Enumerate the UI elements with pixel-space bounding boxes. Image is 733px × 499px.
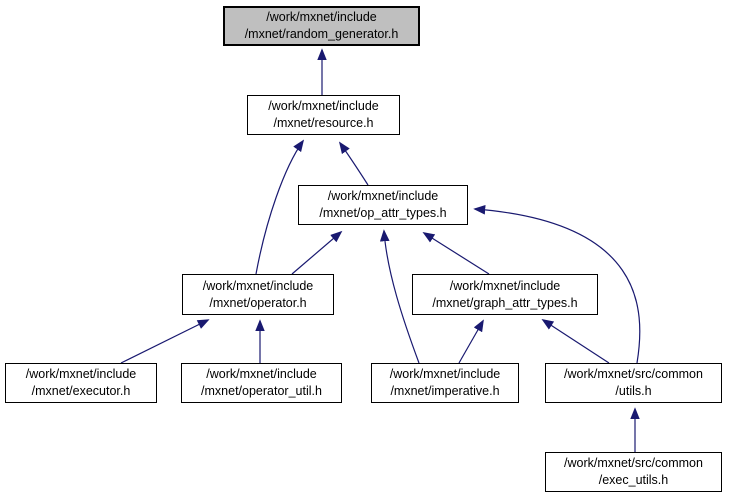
- graph-node-operator-line-1: /work/mxnet/include: [202, 278, 314, 293]
- graph-node-executor-line-1: /work/mxnet/include: [25, 367, 137, 381]
- graph-node-op_attr_types[interactable]: /work/mxnet/include/mxnet/op_attr_types.…: [298, 185, 468, 225]
- graph-node-imperative-line-1: /work/mxnet/include: [389, 367, 501, 381]
- edge-operator-to-resource: [255, 139, 305, 275]
- graph-node-utils[interactable]: /work/mxnet/src/common/utils.h: [545, 363, 722, 403]
- graph-node-resource[interactable]: /work/mxnet/include/mxnet/resource.h: [247, 95, 400, 135]
- graph-node-graph_attr_types-line-1: /work/mxnet/include: [449, 278, 561, 293]
- graph-node-random_generator-line-1: /work/mxnet/include: [266, 10, 377, 24]
- graph-node-resource-line-2: /mxnet/resource.h: [273, 116, 374, 130]
- graph-node-utils-line-2: /utils.h: [615, 384, 652, 398]
- graph-node-operator_util-line-1: /work/mxnet/include: [206, 367, 317, 381]
- graph-node-exec_utils[interactable]: /work/mxnet/src/common/exec_utils.h: [545, 452, 722, 492]
- edge-graph_attr_types-to-op_attr_types: [422, 232, 490, 275]
- edge-op_attr_types-to-resource: [338, 141, 369, 186]
- graph-node-utils-line-1: /work/mxnet/src/common: [564, 367, 703, 381]
- graph-node-op_attr_types-line-1: /work/mxnet/include: [327, 189, 439, 203]
- graph-node-exec_utils-line-1: /work/mxnet/src/common: [564, 456, 703, 470]
- edge-utils-to-graph_attr_types: [541, 319, 610, 364]
- graph-node-operator_util[interactable]: /work/mxnet/include/mxnet/operator_util.…: [181, 363, 342, 403]
- graph-node-op_attr_types-line-2: /mxnet/op_attr_types.h: [319, 206, 447, 220]
- graph-node-operator-line-2: /mxnet/operator.h: [209, 295, 307, 310]
- graph-node-graph_attr_types-line-2: /mxnet/graph_attr_types.h: [432, 295, 578, 310]
- graph-node-graph_attr_types[interactable]: /work/mxnet/include/mxnet/graph_attr_typ…: [412, 274, 598, 315]
- edge-operator-to-op_attr_types: [291, 230, 343, 275]
- graph-node-executor-line-2: /mxnet/executor.h: [31, 384, 131, 398]
- graph-node-exec_utils-line-2: /exec_utils.h: [598, 473, 669, 487]
- graph-node-random_generator[interactable]: /work/mxnet/include/mxnet/random_generat…: [223, 6, 420, 46]
- graph-node-resource-line-1: /work/mxnet/include: [268, 99, 379, 113]
- graph-node-random_generator-line-2: /mxnet/random_generator.h: [244, 27, 399, 41]
- graph-node-operator_util-line-2: /mxnet/operator_util.h: [201, 384, 322, 398]
- graph-node-imperative[interactable]: /work/mxnet/include/mxnet/imperative.h: [371, 363, 519, 403]
- edge-executor-to-operator: [120, 319, 210, 364]
- graph-node-imperative-line-2: /mxnet/imperative.h: [390, 384, 500, 398]
- edge-imperative-to-graph_attr_types: [458, 319, 484, 364]
- graph-node-operator[interactable]: /work/mxnet/include/mxnet/operator.h: [182, 274, 334, 315]
- graph-node-executor[interactable]: /work/mxnet/include/mxnet/executor.h: [5, 363, 157, 403]
